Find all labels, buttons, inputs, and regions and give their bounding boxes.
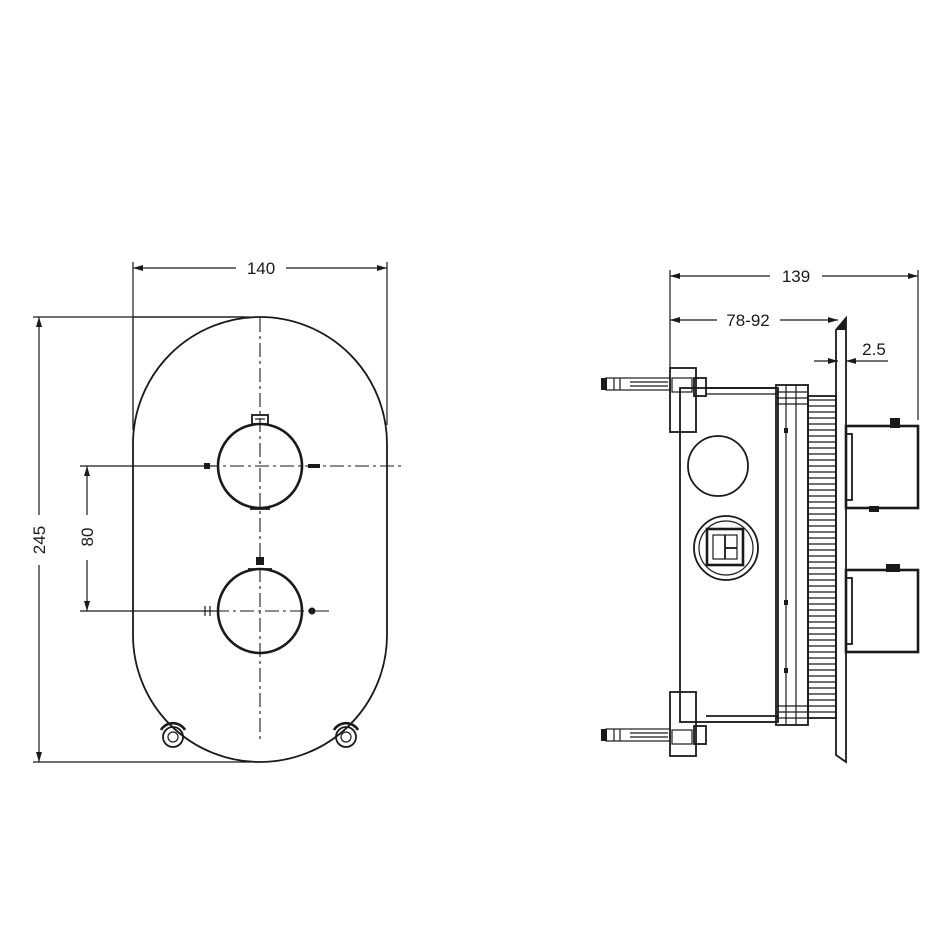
front-view: 140 245 80 xyxy=(30,259,405,763)
fixing-right xyxy=(332,721,360,748)
upper-port xyxy=(687,435,749,497)
lower-port xyxy=(693,515,759,581)
lower-bracket xyxy=(601,691,778,757)
side-view: 139 78-92 2.5 xyxy=(601,267,920,764)
install-range-dimension: 78-92 xyxy=(670,311,838,330)
width-label: 140 xyxy=(247,259,275,278)
thread-lines xyxy=(808,399,836,713)
upper-handle-profile xyxy=(844,418,920,512)
depth-dimension: 139 xyxy=(669,267,919,420)
height-label: 245 xyxy=(30,526,49,554)
upper-handle xyxy=(204,414,320,510)
height-dimension: 245 xyxy=(30,316,250,763)
upper-bracket xyxy=(601,367,778,433)
install-range-label: 78-92 xyxy=(726,311,769,330)
cover-plate-profile xyxy=(835,315,847,764)
threaded-barrel xyxy=(775,384,837,726)
cover-plate xyxy=(132,316,388,763)
depth-label: 139 xyxy=(782,267,810,286)
fixing-left xyxy=(159,721,187,748)
spacing-label: 80 xyxy=(78,528,97,547)
plate-label: 2.5 xyxy=(862,340,886,359)
lower-handle-profile xyxy=(844,564,920,654)
backbox-corner xyxy=(132,316,245,430)
spacing-dimension: 80 xyxy=(78,465,215,612)
plate-dimension: 2.5 xyxy=(814,340,888,364)
lower-handle xyxy=(204,557,316,655)
